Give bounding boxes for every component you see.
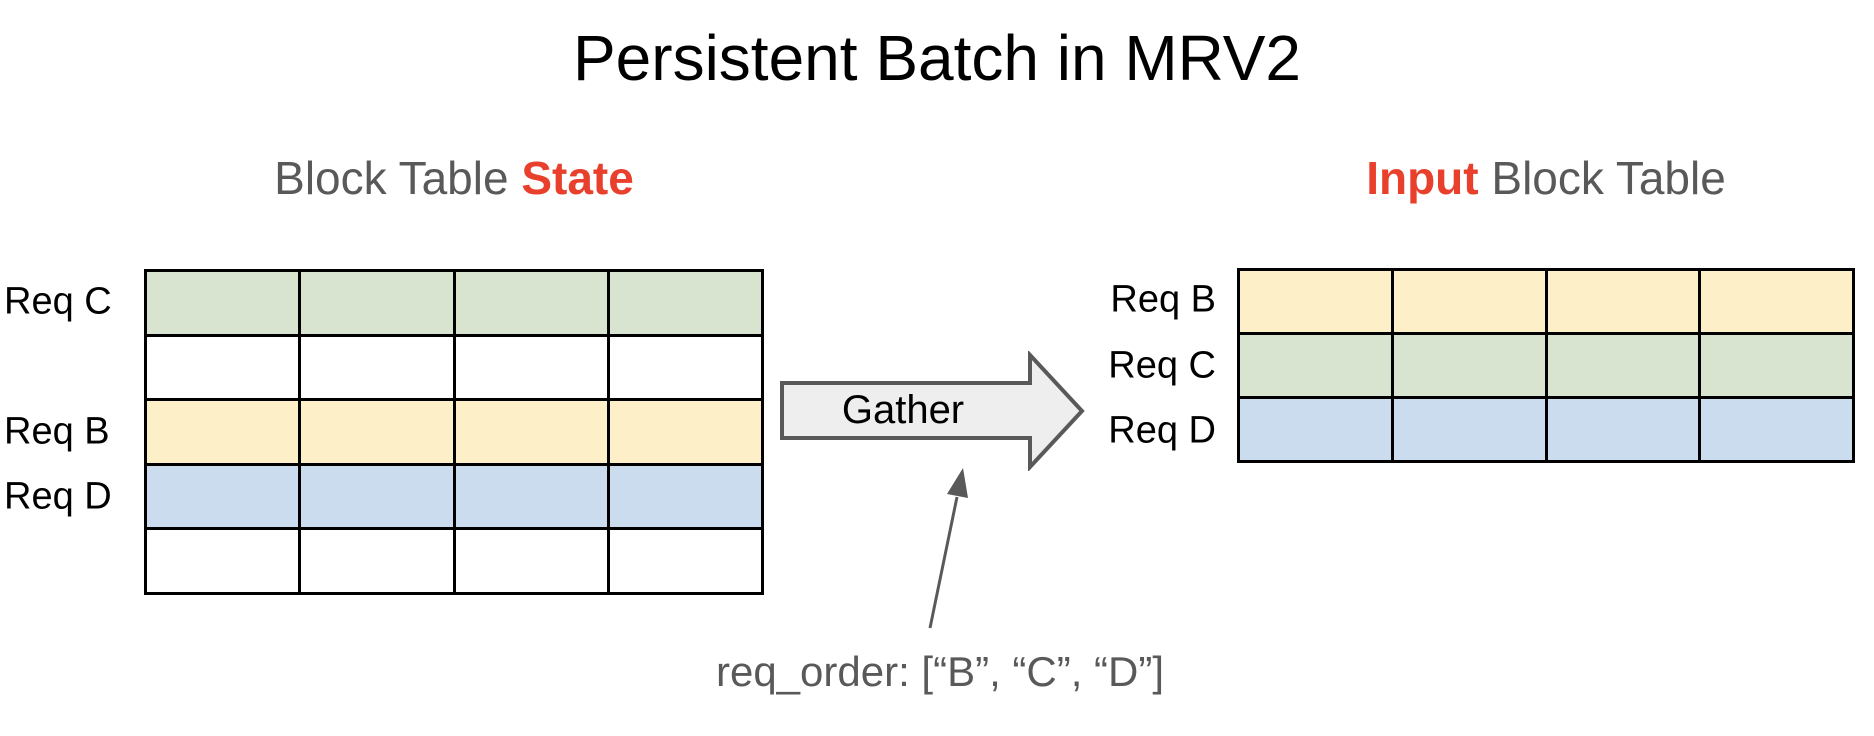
row-label: Req C	[1108, 344, 1216, 386]
block-cell	[147, 401, 298, 463]
table-row	[1240, 396, 1852, 460]
state-table-row-labels: Req C Req B Req D	[4, 269, 134, 595]
block-cell	[1240, 271, 1391, 332]
gather-arrow	[780, 351, 1085, 471]
row-label: Req B	[1110, 278, 1216, 321]
block-cell	[606, 336, 761, 399]
block-cell	[1544, 271, 1699, 332]
block-cell	[606, 401, 761, 463]
state-heading-text: Block Table	[274, 152, 522, 204]
block-cell	[452, 272, 607, 334]
block-cell	[1698, 335, 1852, 396]
gather-label: Gather	[841, 388, 965, 432]
input-heading-text: Block Table	[1478, 152, 1726, 204]
annotation-arrow-line	[928, 496, 959, 629]
block-cell	[1390, 335, 1545, 396]
block-cell	[298, 401, 452, 463]
block-cell	[452, 336, 607, 399]
table-row	[1240, 271, 1852, 332]
table-row	[147, 398, 761, 463]
block-cell	[1390, 271, 1545, 332]
block-cell	[1240, 335, 1391, 396]
block-cell	[298, 530, 452, 592]
gather-arrow-shape	[780, 351, 1085, 471]
annotation-arrow-head	[947, 468, 968, 498]
input-table-row-labels: Req B Req C Req D	[1020, 268, 1216, 463]
state-block-table	[144, 269, 764, 595]
row-label: Req D	[4, 475, 112, 518]
block-cell	[147, 337, 298, 399]
state-table-heading: Block Table State	[144, 150, 764, 206]
block-cell	[298, 272, 452, 334]
table-row	[147, 527, 761, 592]
table-row	[1240, 332, 1852, 396]
block-cell	[147, 530, 298, 592]
slide-title: Persistent Batch in MRV2	[572, 22, 1302, 94]
state-heading-accent: State	[521, 152, 634, 204]
block-cell	[147, 272, 298, 334]
block-cell	[452, 401, 607, 463]
block-cell	[606, 465, 761, 528]
block-cell	[1544, 399, 1699, 460]
row-label: Req B	[4, 410, 110, 453]
row-label: Req C	[4, 280, 112, 323]
block-cell	[1698, 271, 1852, 332]
block-cell	[1698, 399, 1852, 460]
block-cell	[606, 272, 761, 334]
block-cell	[452, 530, 607, 592]
block-cell	[298, 336, 452, 399]
block-cell	[298, 465, 452, 528]
input-table-heading: Input Block Table	[1237, 150, 1855, 206]
table-row	[147, 462, 761, 528]
block-cell	[147, 466, 298, 528]
block-cell	[452, 465, 607, 528]
req-order-annotation: req_order: [“B”, “C”, “D”]	[715, 648, 1165, 695]
input-block-table	[1237, 268, 1855, 463]
block-cell	[606, 530, 761, 592]
block-cell	[1390, 399, 1545, 460]
table-row	[147, 333, 761, 399]
block-cell	[1240, 399, 1391, 460]
row-label: Req D	[1108, 409, 1216, 451]
annotation-arrow	[928, 468, 968, 629]
input-heading-accent: Input	[1366, 152, 1479, 204]
block-cell	[1544, 335, 1699, 396]
table-row	[147, 272, 761, 334]
